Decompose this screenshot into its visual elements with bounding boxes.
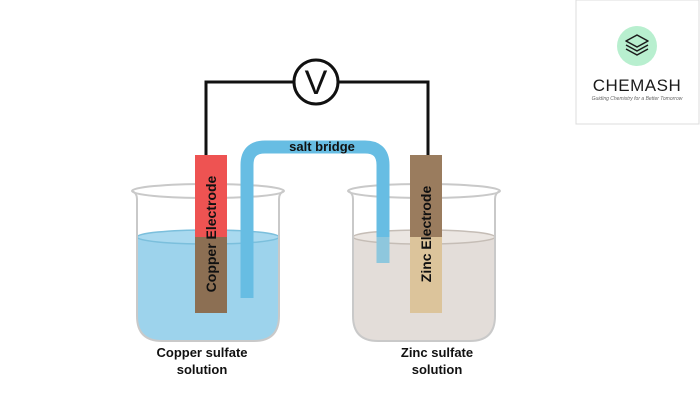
zinc-electrode-submerged <box>410 237 442 313</box>
salt-bridge-label: salt bridge <box>289 139 355 154</box>
zinc-electrode: Zinc Electrode <box>410 155 442 313</box>
salt-bridge-tube <box>240 140 390 298</box>
voltmeter-symbol: V <box>305 64 328 102</box>
copper-electrode-upper <box>195 155 227 237</box>
brand-card: CHEMASH Guiding Chemistry for a Better T… <box>575 0 700 125</box>
copper-electrode-submerged <box>195 237 227 313</box>
zinc-electrode-label: Zinc Electrode <box>418 186 434 283</box>
brand-name: CHEMASH <box>593 76 682 95</box>
left-solution-label-line1: Copper sulfate <box>156 345 247 360</box>
right-solution-label-line2: solution <box>412 362 463 377</box>
left-solution-label-line2: solution <box>177 362 228 377</box>
layers-stack-icon-glyph <box>625 34 649 56</box>
zinc-electrode-upper <box>410 155 442 237</box>
salt-bridge-immersed-tip <box>376 237 390 263</box>
external-wire <box>204 80 294 156</box>
copper-electrode: Copper Electrode <box>195 155 227 313</box>
layers-stack-icon <box>617 26 657 66</box>
voltmeter-circle <box>292 58 340 106</box>
right-solution-label-line1: Zinc sulfate <box>401 345 473 360</box>
left-beaker-glass <box>131 190 285 342</box>
copper-electrode-label: Copper Electrode <box>203 175 219 292</box>
voltmeter: V <box>292 58 340 106</box>
external-wire-right <box>338 80 430 156</box>
right-beaker-glass <box>347 190 501 342</box>
brand-tagline: Guiding Chemistry for a Better Tomorrow <box>592 96 683 102</box>
